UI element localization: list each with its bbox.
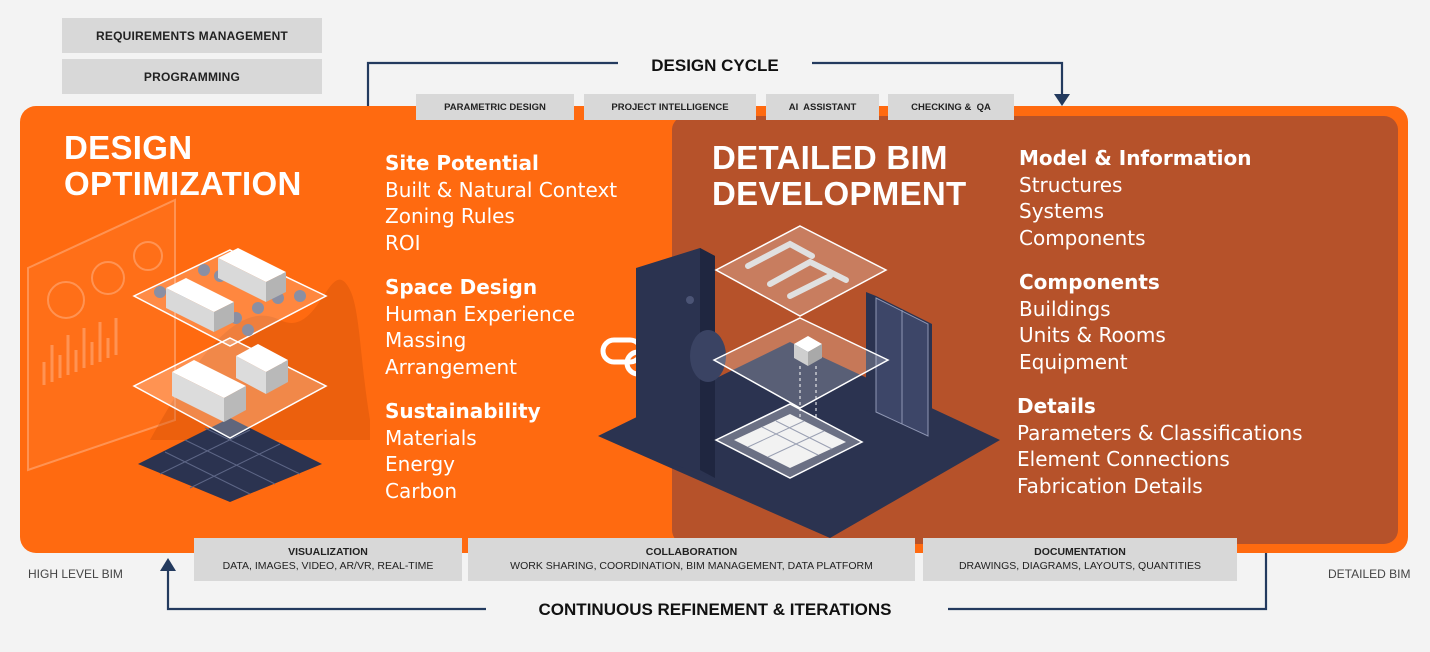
list-item: ROI [385, 230, 421, 255]
list-item: Carbon [385, 478, 458, 503]
list-item: Built & Natural Context [385, 177, 618, 202]
group-heading: Sustainability [385, 399, 541, 423]
high-level-bim-label: HIGH LEVEL BIM [28, 567, 123, 581]
list-item: Zoning Rules [385, 204, 515, 228]
list-item: Materials [385, 425, 477, 450]
list-item: Equipment [1019, 349, 1128, 374]
tool-parametric-design: PARAMETRIC DESIGN [416, 94, 574, 120]
group-components: Components Buildings Units & Rooms Equip… [1019, 269, 1303, 375]
equipment-layer [712, 317, 890, 420]
buildings-layer [132, 248, 328, 347]
group-model-information: Model & Information Structures Systems C… [1019, 145, 1303, 251]
list-item: Fabrication Details [1017, 473, 1203, 498]
detailed-bim-title-line2: DEVELOPMENT [712, 175, 967, 212]
visualization-subtitle: DATA, IMAGES, VIDEO, AR/VR, REAL-TIME [222, 559, 434, 572]
list-item: Arrangement [385, 354, 518, 379]
design-cycle-arrow [366, 61, 1064, 106]
window-panel [866, 292, 932, 440]
documentation-box: DOCUMENTATION DRAWINGS, DIAGRAMS, LAYOUT… [923, 538, 1237, 581]
programming-box: PROGRAMMING [62, 59, 322, 94]
group-heading: Site Potential [385, 151, 539, 175]
list-item: Structures [1019, 172, 1123, 197]
group-space-design: Space Design Human Experience Massing Ar… [385, 274, 617, 380]
tool-checking-qa: CHECKING & QA [888, 94, 1014, 120]
list-item: Parameters & Classifications [1017, 420, 1303, 445]
list-item: Energy [385, 452, 456, 476]
group-heading: Model & Information [1019, 146, 1252, 170]
collaboration-subtitle: WORK SHARING, COORDINATION, BIM MANAGEME… [510, 559, 873, 572]
group-sustainability: Sustainability Materials Energy Carbon [385, 398, 617, 504]
design-cycle-arrowhead [1054, 94, 1070, 106]
list-item: Massing [385, 328, 467, 352]
dashboard-ghost [27, 198, 176, 472]
list-item: Units & Rooms [1019, 323, 1166, 347]
massing-layer [132, 337, 328, 439]
floorplan-layer [714, 403, 864, 479]
collaboration-box: COLLABORATION WORK SHARING, COORDINATION… [468, 538, 915, 581]
design-optimization-title-line2: OPTIMIZATION [64, 165, 302, 202]
design-cycle-label: DESIGN CYCLE [651, 56, 779, 75]
optimization-list: Site Potential Built & Natural Context Z… [385, 150, 617, 522]
tool-ai-assistant: AI ASSISTANT [766, 94, 879, 120]
list-item: Components [1019, 225, 1146, 250]
design-optimization-title-line1: DESIGN [64, 129, 193, 166]
visualization-title: VISUALIZATION [288, 546, 368, 559]
detailed-bim-side-label: DETAILED BIM [1328, 567, 1411, 581]
bim-list: Model & Information Structures Systems C… [1017, 145, 1303, 517]
collaboration-title: COLLABORATION [645, 546, 738, 559]
group-details: Details Parameters & Classifications Ele… [1017, 393, 1303, 499]
list-item: Element Connections [1017, 447, 1230, 471]
documentation-title: DOCUMENTATION [1034, 546, 1126, 559]
list-item: Buildings [1019, 296, 1111, 321]
group-site-potential: Site Potential Built & Natural Context Z… [385, 150, 617, 256]
group-heading: Details [1017, 394, 1096, 418]
visualization-box: VISUALIZATION DATA, IMAGES, VIDEO, AR/VR… [194, 538, 462, 581]
requirements-management-box: REQUIREMENTS MANAGEMENT [62, 18, 322, 53]
detailed-bim-title-line1: DETAILED BIM [712, 139, 948, 176]
door-panel [636, 248, 726, 478]
group-heading: Components [1019, 270, 1160, 294]
continuous-refinement-label: CONTINUOUS REFINEMENT & ITERATIONS [538, 600, 892, 619]
list-item: Human Experience [385, 301, 576, 326]
documentation-subtitle: DRAWINGS, DIAGRAMS, LAYOUTS, QUANTITIES [958, 559, 1202, 572]
site-map-layer [138, 418, 322, 502]
list-item: Systems [1019, 199, 1104, 223]
tool-project-intelligence: PROJECT INTELLIGENCE [584, 94, 756, 120]
refinement-arrow [166, 553, 1268, 611]
refinement-arrowhead [160, 558, 176, 571]
design-optimization-title: DESIGN OPTIMIZATION [64, 130, 302, 202]
detailed-bim-title: DETAILED BIM DEVELOPMENT [712, 140, 967, 212]
mep-layer [714, 225, 888, 317]
group-heading: Space Design [385, 275, 538, 299]
